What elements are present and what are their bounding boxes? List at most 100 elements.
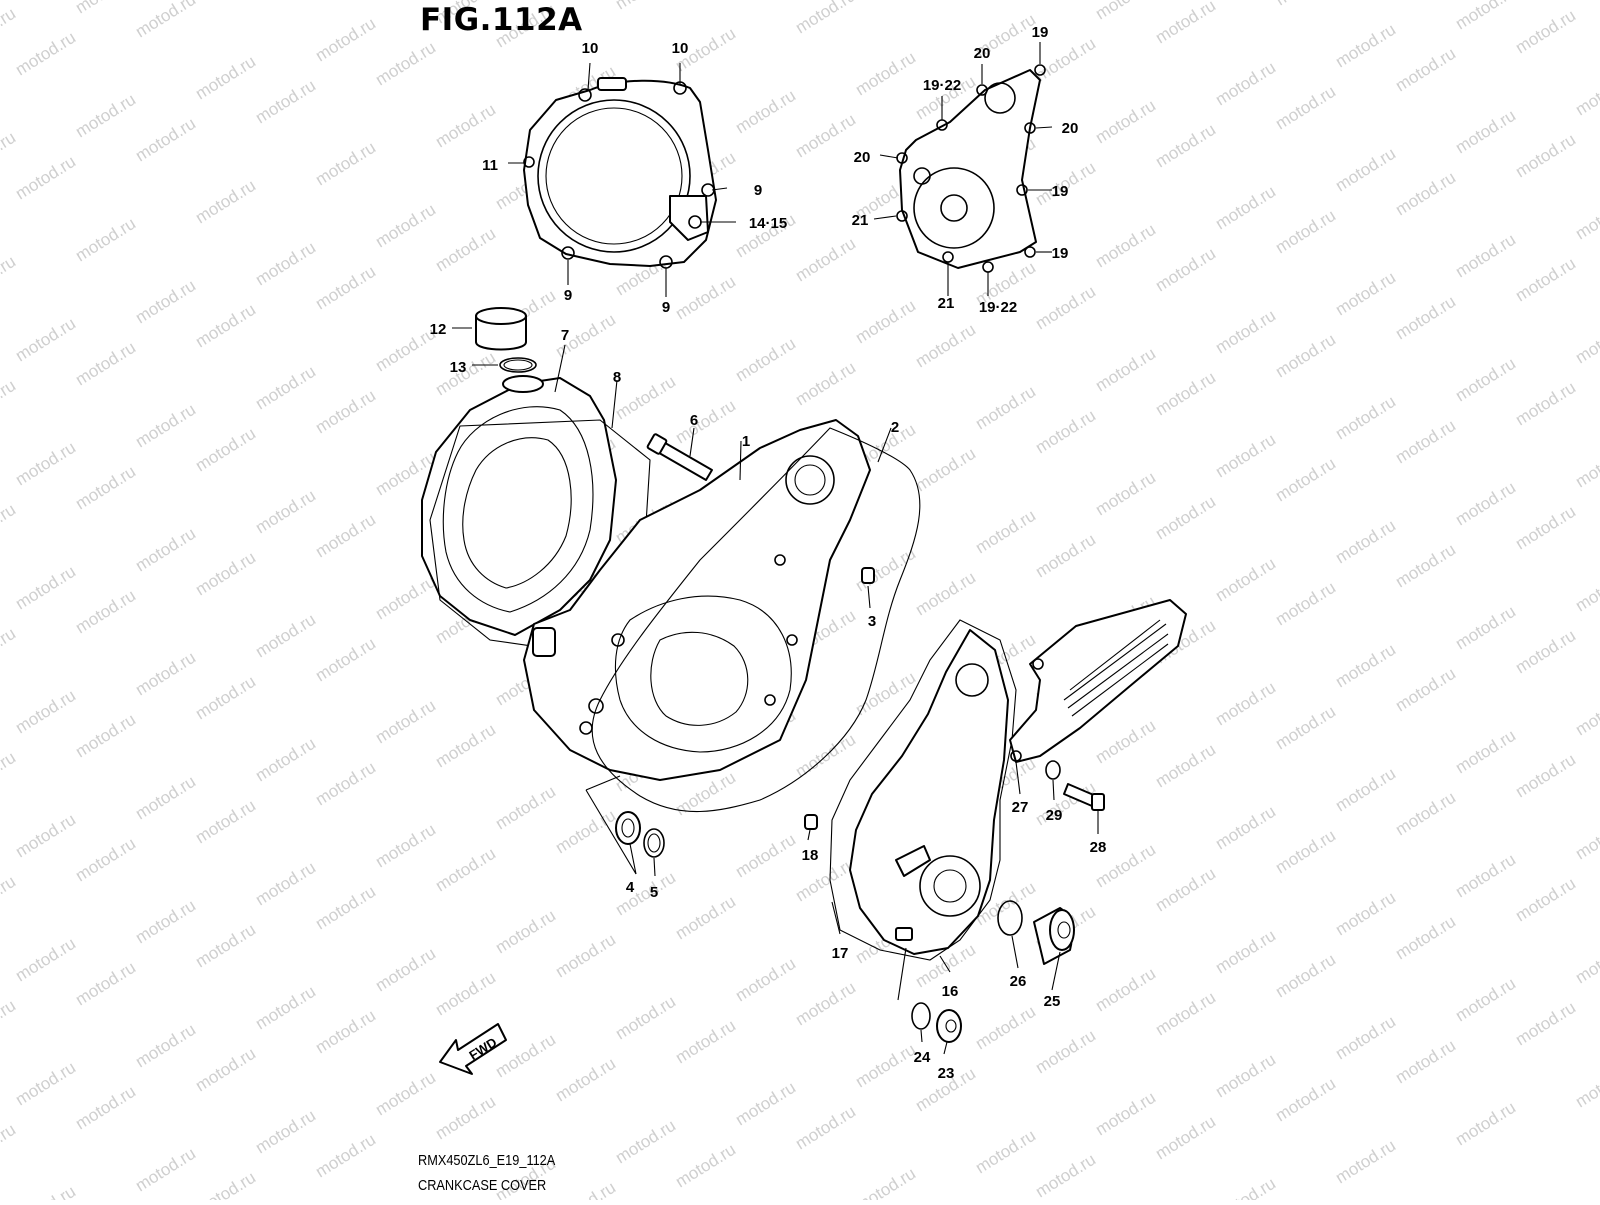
watermark-text: motod.ru [12, 1058, 79, 1110]
watermark-text: motod.ru [0, 872, 19, 924]
watermark-text: motod.ru [912, 320, 979, 372]
watermark-text: motod.ru [1452, 106, 1519, 158]
callout-c18: 18 [802, 847, 819, 864]
watermark-text: motod.ru [192, 1168, 259, 1200]
watermark-text: motod.ru [12, 438, 79, 490]
watermark-text: motod.ru [1212, 58, 1279, 110]
watermark-text: motod.ru [1572, 812, 1600, 864]
watermark-text: motod.ru [432, 224, 499, 276]
watermark-text: motod.ru [1452, 850, 1519, 902]
watermark-text: motod.ru [12, 152, 79, 204]
magneto-cover-part [829, 619, 1017, 961]
watermark-text: motod.ru [312, 758, 379, 810]
watermark-text: motod.ru [432, 844, 499, 896]
watermark-text: motod.ru [1212, 678, 1279, 730]
callout-c12: 12 [430, 321, 447, 338]
callout-c26: 26 [1010, 973, 1027, 990]
watermark-text: motod.ru [1392, 44, 1459, 96]
watermark-text: motod.ru [1092, 220, 1159, 272]
callout-c1922b: 19·22 [979, 299, 1017, 316]
watermark-text: motod.ru [192, 176, 259, 228]
watermark-text: motod.ru [192, 424, 259, 476]
watermark-text: motod.ru [0, 500, 19, 552]
watermark-text: motod.ru [1452, 478, 1519, 530]
callout-c7: 7 [561, 327, 569, 344]
watermark-text: motod.ru [1212, 926, 1279, 978]
callout-c1: 1 [742, 433, 750, 450]
watermark-text: motod.ru [1392, 540, 1459, 592]
watermark-text: motod.ru [492, 782, 559, 834]
watermark-text: motod.ru [1392, 168, 1459, 220]
watermark-text: motod.ru [1332, 144, 1399, 196]
watermark-text: motod.ru [312, 14, 379, 66]
watermark-text: motod.ru [1032, 34, 1099, 86]
watermark-text: motod.ru [1272, 702, 1339, 754]
watermark-text: motod.ru [1152, 740, 1219, 792]
watermark-text: motod.ru [192, 920, 259, 972]
watermark-text: motod.ru [1152, 120, 1219, 172]
watermark-text: motod.ru [12, 1182, 79, 1200]
callout-c23: 23 [938, 1065, 955, 1082]
watermark-text: motod.ru [1272, 1074, 1339, 1126]
cover-guard-part [1009, 599, 1187, 811]
watermark-text: motod.ru [1212, 1174, 1279, 1200]
callout-c19c: 19 [1052, 245, 1069, 262]
watermark-text: motod.ru [1092, 964, 1159, 1016]
watermark-text: motod.ru [12, 810, 79, 862]
watermark-text: motod.ru [1572, 192, 1600, 244]
watermark-text: motod.ru [372, 572, 439, 624]
watermark-text: motod.ru [252, 734, 319, 786]
watermark-text: motod.ru [132, 772, 199, 824]
watermark-text: motod.ru [1512, 130, 1579, 182]
watermark-text: motod.ru [72, 90, 139, 142]
watermark-text: motod.ru [1512, 626, 1579, 678]
watermark-text: motod.ru [1272, 454, 1339, 506]
watermark-text: motod.ru [672, 892, 739, 944]
watermark-text: motod.ru [1212, 1050, 1279, 1102]
watermark-text: motod.ru [1512, 6, 1579, 58]
gasket-part [591, 427, 921, 813]
watermark-text: motod.ru [252, 982, 319, 1034]
watermark-text: motod.ru [12, 28, 79, 80]
watermark-text: motod.ru [552, 806, 619, 858]
watermark-text: motod.ru [132, 276, 199, 328]
callout-c9a: 9 [754, 182, 762, 199]
callout-c20a: 20 [974, 45, 991, 62]
watermark-text: motod.ru [1452, 974, 1519, 1026]
watermark-text: motod.ru [252, 486, 319, 538]
watermark-text: motod.ru [1392, 1036, 1459, 1088]
watermark-text: motod.ru [132, 400, 199, 452]
watermark-text: motod.ru [1452, 602, 1519, 654]
watermark-text: motod.ru [312, 1006, 379, 1058]
watermark-text: motod.ru [252, 238, 319, 290]
watermark-text: motod.ru [1272, 82, 1339, 134]
watermark-text: motod.ru [192, 1044, 259, 1096]
callout-c1922a: 19·22 [923, 77, 961, 94]
watermark-text: motod.ru [552, 1178, 619, 1200]
watermark-text: motod.ru [1572, 688, 1600, 740]
watermark-text: motod.ru [1572, 440, 1600, 492]
watermark-text: motod.ru [1512, 378, 1579, 430]
clutch-cover-part [523, 77, 717, 269]
watermark-text: motod.ru [792, 234, 859, 286]
callout-c2: 2 [891, 419, 899, 436]
bolt-part [646, 433, 713, 481]
watermark-text: motod.ru [72, 462, 139, 514]
watermark-text: motod.ru [1272, 206, 1339, 258]
watermark-text: motod.ru [192, 672, 259, 724]
watermark-text: motod.ru [492, 906, 559, 958]
watermark-text: motod.ru [1272, 950, 1339, 1002]
watermark-text: motod.ru [72, 1082, 139, 1134]
watermark-text: motod.ru [612, 0, 679, 13]
watermark-text: motod.ru [1332, 640, 1399, 692]
watermark-text: motod.ru [732, 334, 799, 386]
watermark-text: motod.ru [0, 1120, 19, 1172]
watermark-text: motod.ru [1332, 1012, 1399, 1064]
watermark-text: motod.ru [612, 992, 679, 1044]
callout-c20c: 20 [854, 149, 871, 166]
callout-c10a: 10 [582, 40, 599, 57]
callout-c24: 24 [914, 1049, 931, 1066]
watermark-text: motod.ru [1272, 826, 1339, 878]
